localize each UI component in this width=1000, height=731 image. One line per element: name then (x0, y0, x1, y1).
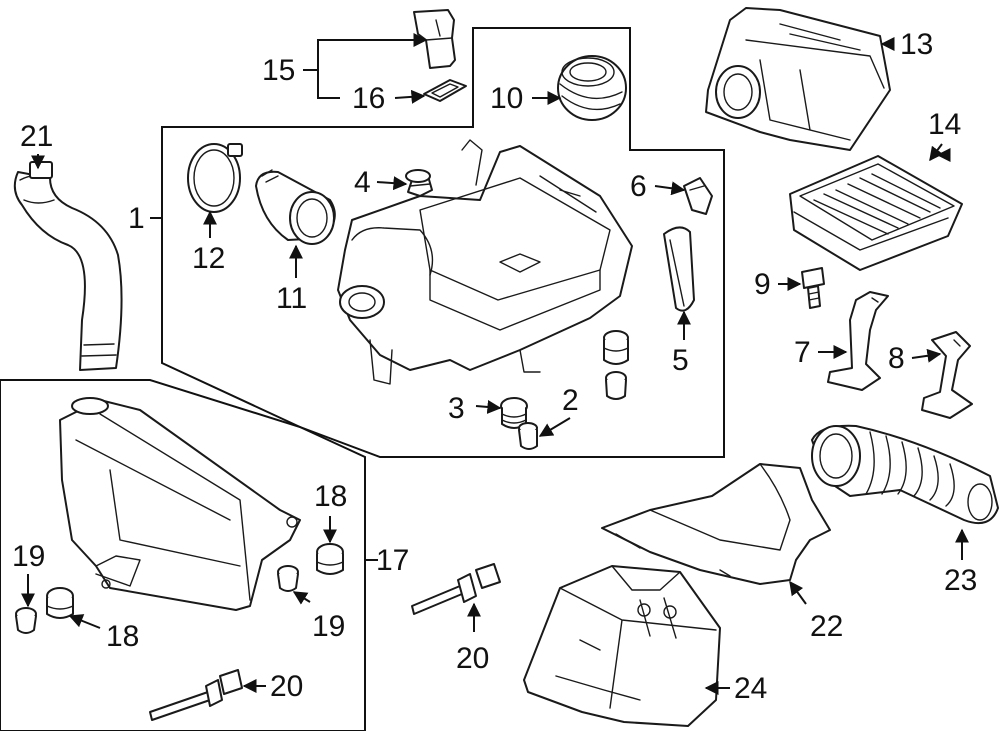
callout-4: 4 (354, 166, 371, 199)
clamp-part (187, 143, 243, 213)
rubber-boot-part (557, 55, 627, 121)
resonator-part (59, 397, 301, 611)
bolt-20b-part (149, 669, 243, 721)
intake-hose-part (811, 424, 999, 524)
air-cleaner-cover-part (705, 7, 891, 151)
bracket-8-part (921, 331, 973, 419)
air-filter-part (789, 155, 963, 271)
callout-16: 16 (352, 82, 385, 115)
callout-8: 8 (888, 342, 905, 375)
callout-20a: 20 (456, 642, 489, 675)
air-guide-part (601, 463, 831, 585)
air-cleaner-housing-part (337, 139, 633, 385)
callout-3: 3 (448, 392, 465, 425)
callout-18b: 18 (106, 620, 139, 653)
grommet-18b-part (316, 543, 344, 575)
callout-14: 14 (928, 108, 961, 141)
callout-labels: 1 2 3 4 5 6 7 8 9 10 11 12 13 14 15 16 1… (12, 28, 977, 705)
intake-tube-part (13, 161, 123, 371)
bolt-20a-part (411, 563, 501, 615)
grommet-4-part (405, 169, 433, 197)
callout-7: 7 (794, 336, 811, 369)
lower-guide-part (523, 565, 721, 727)
resonator-group-box (0, 379, 366, 731)
callout-9: 9 (754, 268, 771, 301)
clip-6-part (683, 177, 713, 215)
callout-21: 21 (20, 120, 53, 153)
callout-13: 13 (900, 28, 933, 61)
callout-18a: 18 (314, 480, 347, 513)
callout-15: 15 (262, 54, 295, 87)
callout-24: 24 (734, 672, 767, 705)
callout-23: 23 (944, 564, 977, 597)
callout-12: 12 (192, 242, 225, 275)
callout-6: 6 (630, 170, 647, 203)
callout-17: 17 (376, 544, 409, 577)
bolt-9-part (801, 267, 825, 309)
callout-10: 10 (490, 82, 523, 115)
collar-2-part (518, 422, 538, 450)
collar-19b-part (277, 565, 299, 592)
collar-spare-part (605, 371, 627, 400)
callout-19b: 19 (312, 610, 345, 643)
bracket-7-part (827, 291, 889, 391)
callout-22: 22 (810, 610, 843, 643)
sensor-bracket-line (303, 39, 340, 99)
callout-19a: 19 (12, 540, 45, 573)
seal-strip-part (663, 226, 695, 312)
callout-11: 11 (276, 282, 307, 315)
air-cleaner-assembly-box (161, 27, 725, 458)
collar-19a-part (15, 607, 37, 634)
callout-5: 5 (672, 344, 689, 377)
callout-1: 1 (128, 202, 145, 235)
grommet-spare-part (603, 330, 629, 365)
callout-2: 2 (562, 384, 579, 417)
sensor-gasket-part (423, 79, 467, 102)
grommet-18a-part (46, 587, 74, 619)
tube-adapter-part (255, 169, 336, 245)
callout-20b: 20 (270, 670, 303, 703)
leader-lines (21, 33, 969, 695)
